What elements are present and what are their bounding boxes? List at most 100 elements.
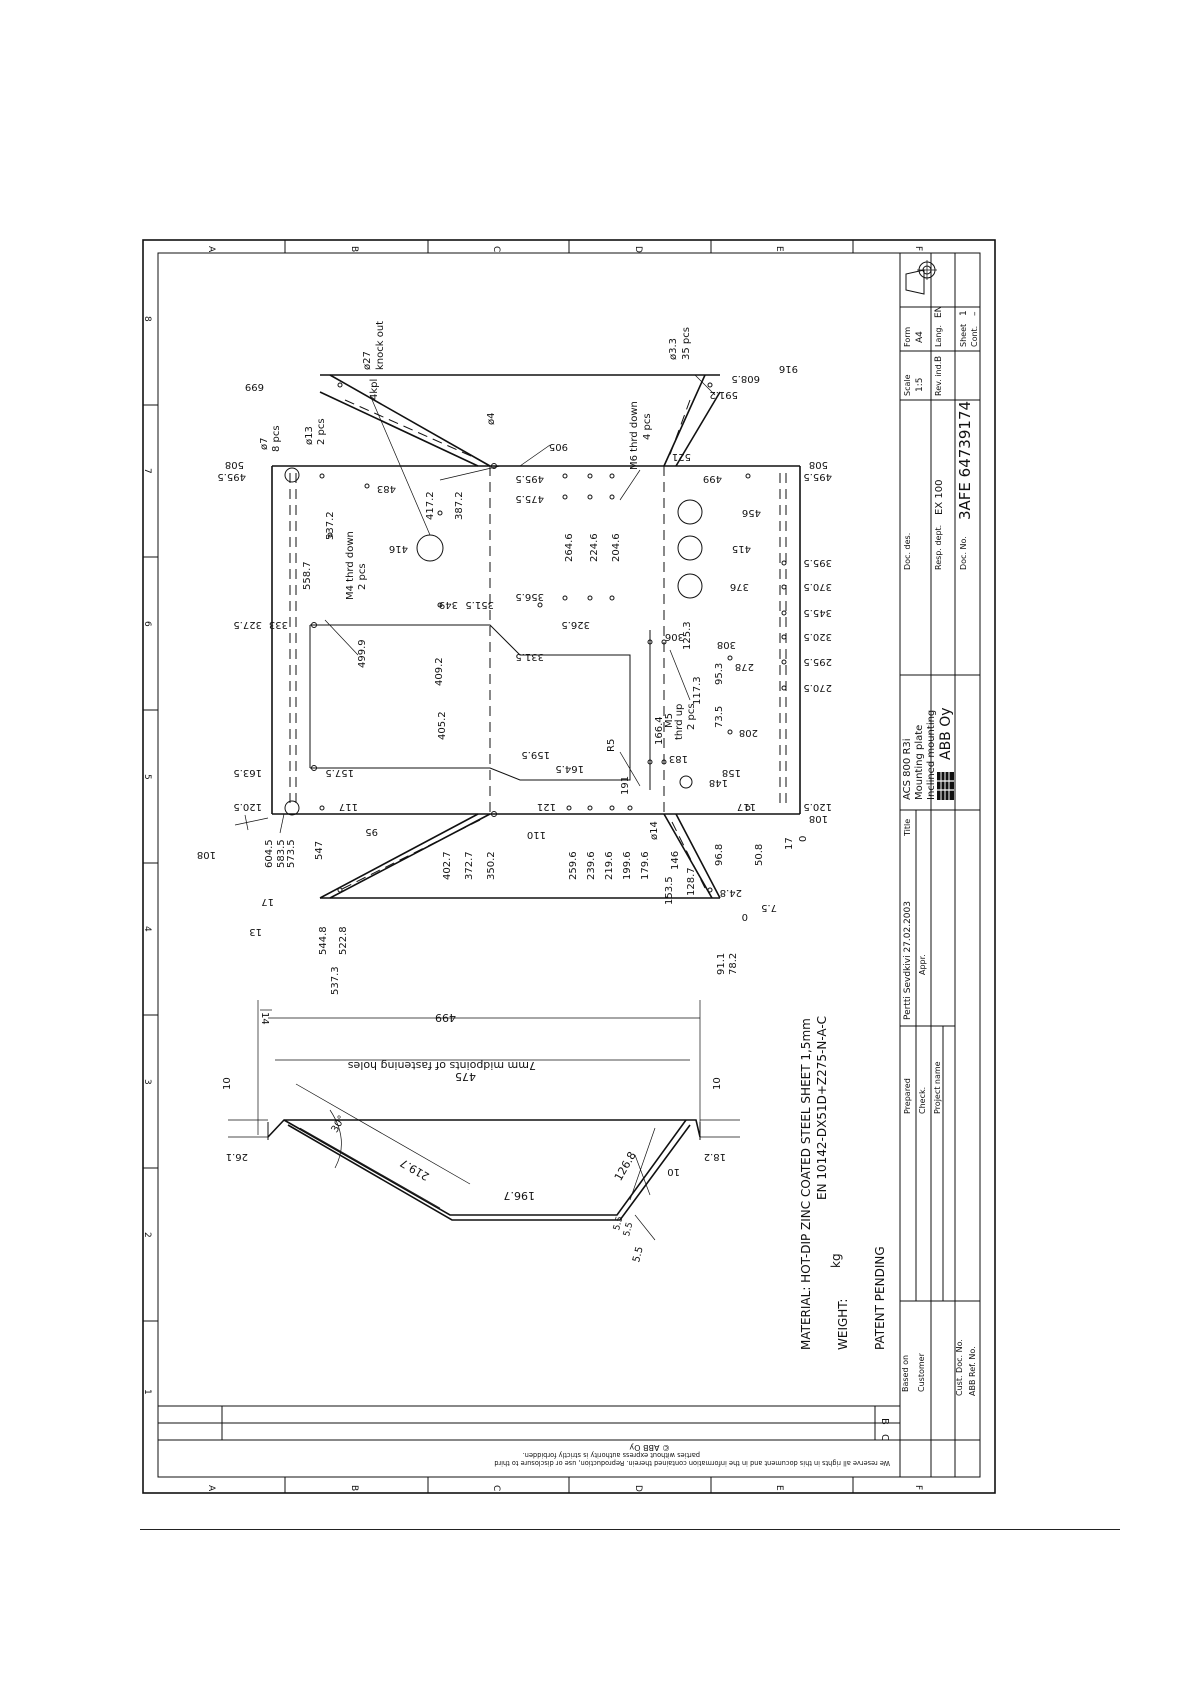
- plan-leaders: [234, 374, 716, 834]
- dim-522-8: 522.8: [338, 926, 349, 955]
- dim-110: 110: [527, 829, 546, 840]
- dim-78-2: 78.2: [728, 953, 739, 975]
- callout-hole-13: ø13: [304, 426, 315, 445]
- dim-121: 121: [537, 801, 556, 812]
- dim-148: 148: [709, 777, 728, 788]
- title-line-3: Inclined mounting: [926, 710, 937, 800]
- dim-345-5: 345.5: [803, 607, 832, 618]
- dim-95: 95: [365, 826, 378, 837]
- callout-m5-qty: 2 pcs: [686, 703, 697, 730]
- customer-label: Customer: [917, 1352, 926, 1392]
- prepared-label: Prepared: [903, 1078, 912, 1114]
- project-name-label: Project name: [933, 1061, 942, 1114]
- company-name: ABB Oy: [938, 707, 954, 760]
- dim-916: 916: [779, 363, 798, 374]
- dim-157-5: 157.5: [325, 767, 354, 778]
- dim-495-5-inner: 495.5: [515, 473, 544, 484]
- dim-128-7: 128.7: [686, 867, 697, 896]
- cont-label: Cont.: [970, 326, 979, 347]
- revision-mark-c: C: [879, 1434, 890, 1441]
- dim-219-7: 219.7: [398, 1156, 432, 1183]
- callout-knockout: knock out: [375, 321, 386, 370]
- dim-183: 183: [669, 753, 688, 764]
- zone-letter-b-top: B: [349, 246, 359, 252]
- abb-logo: [937, 772, 954, 800]
- dim-10-bottom: 10: [667, 1166, 680, 1177]
- dim-196-7: 196.7: [504, 1189, 536, 1202]
- sheet-value: 1: [959, 310, 969, 316]
- projection-symbol-icon: [905, 260, 937, 295]
- dim-521: 521: [672, 451, 691, 462]
- section-dimension-lines: [228, 1000, 740, 1241]
- callout-hole-7-qty: 8 pcs: [271, 425, 282, 452]
- page-footer-rule: [140, 1529, 1120, 1530]
- dim-179-6: 179.6: [640, 851, 651, 880]
- dim-120-5-right: 120.5: [803, 801, 832, 812]
- dim-117-3: 117.3: [692, 676, 703, 705]
- zone-number-1: 1: [142, 1389, 152, 1395]
- dim-108-left: 108: [197, 849, 216, 860]
- dim-10-right: 10: [712, 1077, 723, 1090]
- zone-letter-f-bottom: F: [913, 1485, 923, 1490]
- lang-label: Lang.: [934, 325, 943, 347]
- dim-126-8: 126.8: [612, 1149, 639, 1183]
- dim-219-6: 219.6: [604, 851, 615, 880]
- dim-699: 699: [245, 381, 264, 392]
- dim-295-5: 295.5: [803, 656, 832, 667]
- cust-doc-no-label: Cust. Doc. No.: [955, 1339, 964, 1396]
- dim-508-right: 508: [809, 459, 828, 470]
- dim-146: 146: [670, 851, 681, 870]
- dim-351-5: 351.5: [465, 599, 494, 610]
- dim-475: 475: [455, 1070, 476, 1083]
- dim-395-5: 395.5: [803, 557, 832, 568]
- dim-349: 349: [439, 599, 458, 610]
- prepared-value: Pertti Sevdkivi 27.02.2003: [903, 901, 913, 1020]
- plan-outline: [271, 374, 801, 899]
- patent-note: PATENT PENDING: [873, 1246, 887, 1350]
- zone-letter-f-top: F: [913, 246, 923, 251]
- dim-544-8: 544.8: [318, 926, 329, 955]
- dim-537-2: 537.2: [325, 511, 336, 540]
- dim-583-5: 583.5: [276, 839, 287, 868]
- dim-5-5-b: 5.5: [622, 1221, 635, 1237]
- title-block-frame: [899, 252, 981, 1478]
- dim-499-section: 499: [435, 1011, 456, 1024]
- callout-knockout-qty: 4kpl: [369, 379, 380, 400]
- appr-label: Appr.: [918, 954, 927, 975]
- zone-letter-e-top: E: [774, 246, 784, 252]
- dim-0-right: 0: [798, 836, 809, 842]
- dim-208: 208: [739, 727, 758, 738]
- scale-value: 1:5: [915, 378, 925, 392]
- callout-hole-13-qty: 2 pcs: [316, 418, 327, 445]
- form-value: A4: [915, 331, 925, 343]
- title-line-1: ACS 800 R3i: [902, 738, 913, 800]
- zone-letter-a-top: A: [206, 246, 216, 253]
- callout-hole-3-3: ø3.3: [668, 338, 679, 360]
- dim-608-5: 608.5: [731, 373, 760, 384]
- dim-333: 333: [269, 619, 288, 630]
- zone-letter-e-bottom: E: [774, 1485, 784, 1491]
- dim-153-5: 153.5: [664, 876, 675, 905]
- standard-note: EN 10142-DX51D+Z275-N-A-C: [815, 1016, 829, 1200]
- title-line-2: Mounting plate: [914, 725, 925, 800]
- dim-95-3: 95.3: [714, 663, 725, 685]
- dim-376: 376: [730, 581, 749, 592]
- zone-letter-c-top: C: [491, 246, 501, 252]
- dim-905: 905: [549, 441, 568, 452]
- plan-holes: [284, 382, 787, 893]
- dim-264-6: 264.6: [564, 533, 575, 562]
- zone-letter-b-bottom: B: [349, 1485, 359, 1491]
- dim-26-1: 26.1: [226, 1151, 248, 1162]
- dim-402-7: 402.7: [442, 851, 453, 880]
- copyright-owner: © ABB Oy: [629, 1443, 670, 1452]
- resp-dept-label: Resp. dept.: [934, 525, 943, 570]
- dim-573-5: 573.5: [286, 839, 297, 868]
- dim-17-right: 17: [784, 837, 795, 850]
- resp-dept-value: EX 100: [934, 480, 945, 515]
- dim-387-2: 387.2: [454, 491, 465, 520]
- dim-125-3: 125.3: [682, 621, 693, 650]
- doc-des-label: Doc. des.: [903, 533, 912, 570]
- callout-knockout-dia: ø27: [362, 351, 373, 370]
- based-on-label: Based on: [901, 1355, 910, 1392]
